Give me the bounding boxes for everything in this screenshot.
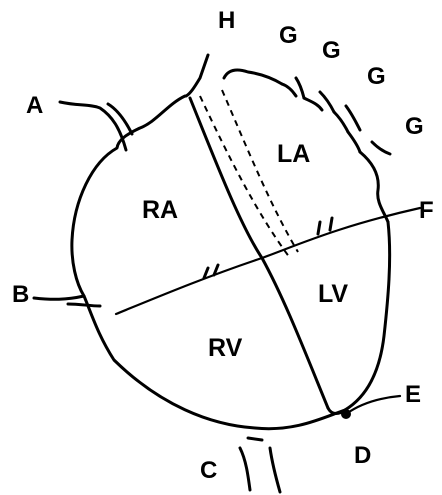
label-g-2: G xyxy=(322,37,341,64)
label-la: LA xyxy=(277,140,310,168)
label-h: H xyxy=(218,7,235,34)
left-atrium-right-border xyxy=(360,152,388,222)
pulmonary-vein-3 xyxy=(334,106,360,132)
label-e: E xyxy=(405,381,421,408)
septum-dashed-inner xyxy=(222,90,298,252)
pulmonary-vein-2 xyxy=(304,92,334,112)
label-f: F xyxy=(419,197,434,224)
left-ventricle-border xyxy=(345,222,390,410)
vessel-b xyxy=(34,296,100,306)
pulmonary-vein-4 xyxy=(348,132,390,154)
septum-dashed-outer xyxy=(200,96,290,258)
left-atrium-upper-border xyxy=(224,70,282,84)
label-b: B xyxy=(12,281,29,308)
vessel-a xyxy=(60,102,132,150)
label-g-3: G xyxy=(367,63,386,90)
label-g-4: G xyxy=(405,113,424,140)
label-c: C xyxy=(200,457,217,484)
pulmonary-vein-1 xyxy=(282,78,304,98)
label-d: D xyxy=(354,442,371,469)
label-rv: RV xyxy=(208,334,243,362)
av-notch-right xyxy=(318,218,332,234)
label-a: A xyxy=(26,92,43,119)
vessel-h-stub xyxy=(186,55,208,96)
label-g-1: G xyxy=(279,22,298,49)
vessel-c xyxy=(240,438,280,492)
label-ra: RA xyxy=(142,196,178,224)
label-lv: LV xyxy=(318,280,348,308)
